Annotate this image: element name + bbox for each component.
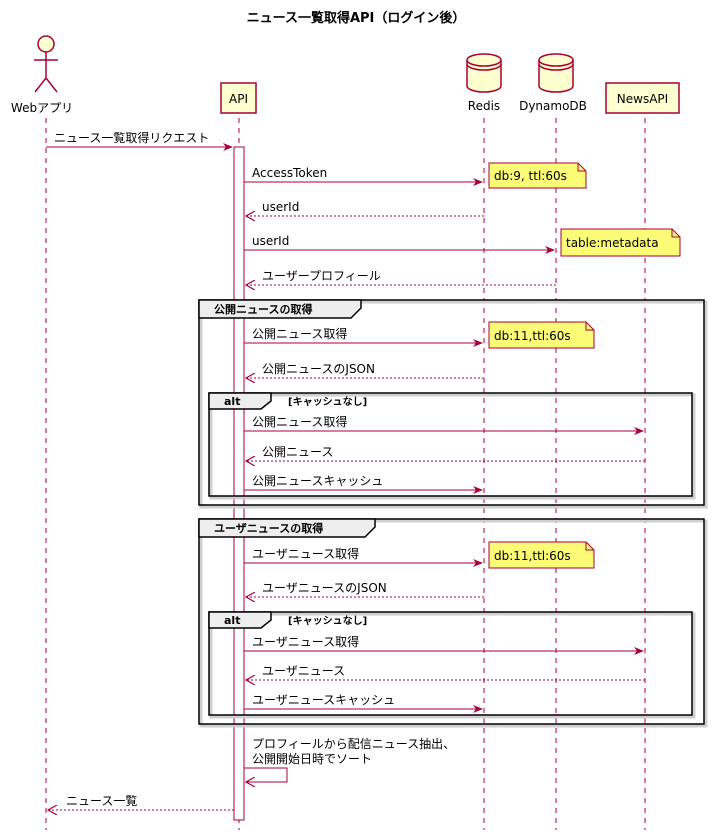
alt-condition: [キャッシュなし] [288, 396, 367, 408]
note-text: table:metadata [566, 236, 659, 250]
group-user-news: ユーザニュースの取得 [198, 518, 708, 728]
alt-keyword: alt [224, 614, 240, 627]
group-public-news: 公開ニュースの取得 [198, 299, 708, 509]
message-label: 公開ニュースのJSON [262, 362, 375, 376]
participant-label-webapp: Webアプリ [11, 101, 73, 115]
note-text: db:11,ttl:60s [494, 549, 571, 563]
message-label: 公開ニュース取得 [252, 414, 347, 429]
note-redis-db11-user: db:11,ttl:60s [488, 541, 595, 569]
message-label: ユーザニュース [262, 664, 345, 678]
database-icon [538, 60, 574, 93]
message-label: ユーザニュース取得 [252, 546, 359, 561]
group-label: 公開ニュースの取得 [214, 302, 312, 316]
database-redis: Redis [466, 53, 502, 113]
self-call-arrow [244, 767, 288, 782]
message-label: AccessToken [252, 166, 327, 180]
participant-label-api: API [229, 92, 248, 106]
message-label: プロフィールから配信ニュース抽出、 [252, 737, 455, 751]
message-label: 公開ニュース取得 [252, 326, 347, 341]
note-text: db:9, ttl:60s [494, 169, 567, 183]
database-icon [466, 60, 502, 93]
note-dynamodb-table: table:metadata [560, 228, 681, 257]
alt-block-user: alt [キャッシュなし] [208, 611, 696, 719]
participant-label-redis: Redis [468, 99, 500, 113]
message-label: ニュース一覧取得リクエスト [54, 130, 209, 145]
message-label: 公開開始日時でソート [252, 752, 372, 766]
participant-api: API [220, 82, 257, 114]
actor-webapp: Webアプリ [11, 35, 73, 115]
actor-head-icon [37, 35, 55, 53]
alt-keyword: alt [224, 395, 240, 408]
message-label: ユーザニュース取得 [252, 634, 359, 649]
message-label: ユーザニュースのJSON [262, 581, 387, 595]
group-label: ユーザニュースの取得 [214, 521, 323, 535]
note-redis-db11: db:11,ttl:60s [488, 321, 595, 349]
message-label: ニュース一覧 [66, 794, 137, 808]
diagram-title: ニュース一覧取得API（ログイン後） [247, 10, 466, 26]
message-label: userId [252, 234, 289, 248]
message-label: 公開ニュース [262, 445, 333, 459]
database-dynamodb: DynamoDB [519, 53, 587, 113]
note-redis-db9: db:9, ttl:60s [488, 162, 587, 189]
participant-newsapi: NewsAPI [605, 82, 680, 114]
note-text: db:11,ttl:60s [494, 329, 571, 343]
alt-condition: [キャッシュなし] [288, 615, 367, 627]
message-label: ユーザープロフィール [262, 269, 381, 283]
participant-label-newsapi: NewsAPI [617, 92, 668, 106]
message-label: 公開ニュースキャッシュ [252, 474, 383, 488]
participant-label-dynamodb: DynamoDB [519, 99, 587, 113]
message-label: ユーザニュースキャッシュ [252, 693, 395, 707]
alt-block-public: alt [キャッシュなし] [208, 392, 696, 500]
message-label: userId [262, 200, 299, 214]
api-activation-bar [233, 146, 245, 821]
